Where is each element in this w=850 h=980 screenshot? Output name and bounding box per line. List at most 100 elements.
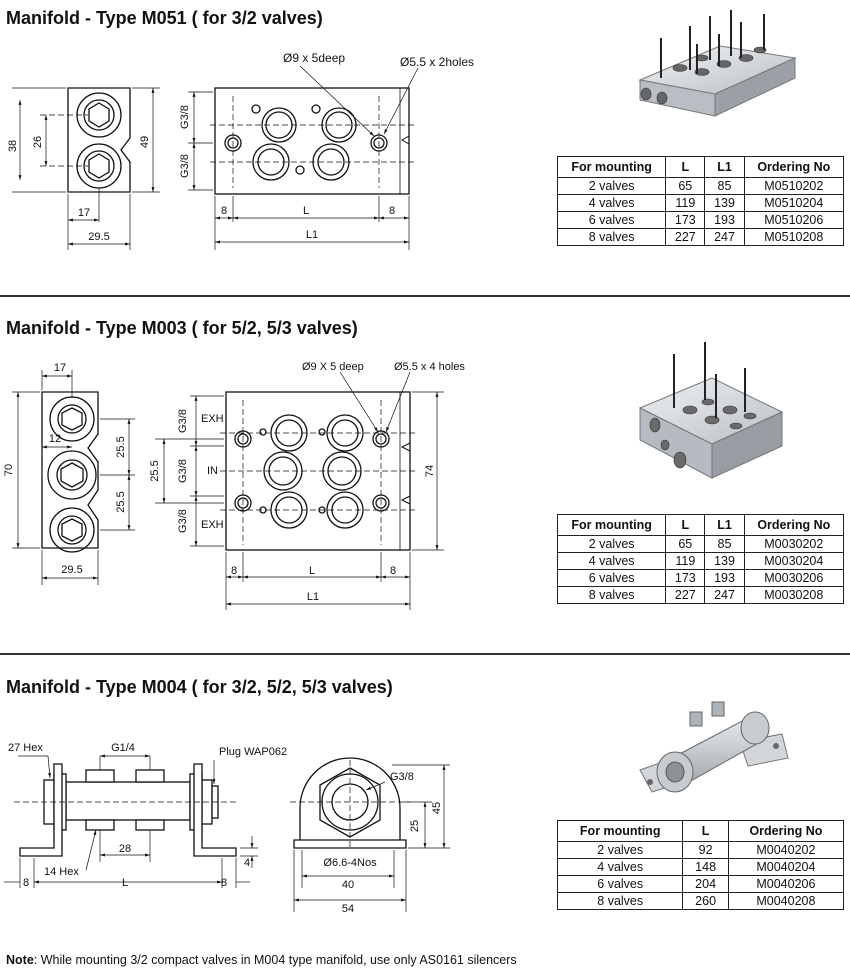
m003-dim-25-5: 25.5: [149, 460, 161, 481]
table-cell: 85: [704, 177, 745, 195]
m004-callout-14-hex: 14 Hex: [44, 866, 79, 878]
m003-port-top: G3/8: [177, 409, 189, 433]
col-l1: L1: [704, 156, 745, 178]
section-title-m003: Manifold - Type M003 ( for 5/2, 5/3 valv…: [6, 318, 358, 338]
m003-callout-holes: Ø5.5 x 4 holes: [394, 361, 465, 373]
col-ordering-no: Ordering No: [727, 820, 845, 842]
m004-dim-25: 25: [409, 820, 421, 832]
footnote-text: : While mounting 3/2 compact valves in M…: [33, 953, 517, 967]
m004-side-view: [4, 754, 258, 888]
m003-port-name-in: IN: [207, 465, 218, 477]
table-header-row: For mounting L L1 Ordering No: [556, 514, 845, 536]
m051-dim-26: 26: [32, 136, 44, 148]
m051-dim-L1: L1: [306, 229, 318, 241]
m051-dim-L: L: [303, 205, 309, 217]
table-cell: 204: [682, 875, 729, 893]
m003-dim-L1: L1: [307, 591, 319, 603]
section-title-m004: Manifold - Type M004 ( for 3/2, 5/2, 5/3…: [6, 677, 393, 697]
table-cell: 2 valves: [556, 535, 667, 553]
table-cell: 65: [665, 535, 706, 553]
m004-callout-mount-holes: Ø6.6-4Nos: [323, 857, 377, 869]
m051-dim-29-5: 29.5: [88, 231, 109, 243]
m003-dim-8-right: 8: [390, 565, 396, 577]
m003-dim-29-5: 29.5: [61, 564, 82, 576]
table-cell: 173: [665, 211, 706, 229]
table-cell: M0040204: [727, 858, 845, 876]
m051-product-image: [638, 10, 797, 117]
section-divider: [0, 653, 850, 655]
table-cell: 247: [704, 586, 745, 604]
m051-drawings: 38 26 49 17 29.5 Ø9 x 5deep Ø5.5 x 2ho: [7, 10, 797, 250]
m003-port-name-exh-bottom: EXH: [201, 519, 224, 531]
m004-dim-28: 28: [119, 843, 131, 855]
table-cell: M0040202: [727, 841, 845, 859]
m004-callout-plug: Plug WAP062: [219, 746, 287, 758]
table-cell: 2 valves: [556, 177, 667, 195]
table-cell: M0510202: [743, 177, 845, 195]
col-for-mounting: For mounting: [556, 514, 667, 536]
table-cell: 65: [665, 177, 706, 195]
m003-port-bottom: G3/8: [177, 509, 189, 533]
table-cell: 260: [682, 892, 729, 910]
m051-port-lower: G3/8: [179, 154, 191, 178]
m051-top-view: [188, 65, 419, 250]
table-cell: M0030206: [743, 569, 845, 587]
table-cell: 227: [665, 228, 706, 246]
col-for-mounting: For mounting: [556, 156, 667, 178]
table-cell: 4 valves: [556, 552, 667, 570]
m003-dim-8-left: 8: [231, 565, 237, 577]
m003-dim-70: 70: [3, 464, 15, 476]
col-l: L: [682, 820, 729, 842]
table-cell: 227: [665, 586, 706, 604]
table-cell: 119: [665, 552, 706, 570]
section-title-m051: Manifold - Type M051 ( for 3/2 valves): [6, 8, 323, 28]
table-cell: 247: [704, 228, 745, 246]
m004-end-view: [290, 757, 450, 912]
table-cell: 139: [704, 194, 745, 212]
col-l1: L1: [704, 514, 745, 536]
table-header-row: For mounting L L1 Ordering No: [556, 156, 845, 178]
m003-port-middle: G3/8: [177, 459, 189, 483]
m051-end-view: [12, 87, 160, 250]
table-cell: M0030202: [743, 535, 845, 553]
m004-dim-45: 45: [431, 802, 443, 814]
m004-drawings: 27 Hex G1/4 Plug WAP062 14 Hex 28 4 8 L …: [4, 701, 789, 915]
table-cell: 193: [704, 211, 745, 229]
table-cell: M0030208: [743, 586, 845, 604]
table-cell: M0030204: [743, 552, 845, 570]
table-cell: M0040208: [727, 892, 845, 910]
m004-callout-g1-4: G1/4: [111, 742, 135, 754]
m003-product-image: [638, 342, 784, 479]
col-ordering-no: Ordering No: [743, 156, 845, 178]
table-cell: M0040206: [727, 875, 845, 893]
table-cell: 8 valves: [556, 586, 667, 604]
footnote-label: Note: [6, 953, 34, 967]
m004-product-image: [639, 701, 789, 793]
m003-top-view: [155, 371, 444, 610]
table-cell: M0510208: [743, 228, 845, 246]
table-cell: 6 valves: [556, 569, 667, 587]
m003-dim-12: 12: [49, 433, 61, 445]
m051-port-upper: G3/8: [179, 105, 191, 129]
m003-dim-74: 74: [424, 465, 436, 477]
m051-callout-counterbore: Ø9 x 5deep: [283, 51, 345, 65]
table-cell: M0510206: [743, 211, 845, 229]
table-header-row: For mounting L Ordering No: [556, 820, 845, 842]
table-cell: 4 valves: [556, 194, 667, 212]
m051-dim-8-right: 8: [389, 205, 395, 217]
m004-dim-8-right: 8: [221, 877, 227, 889]
col-l: L: [665, 514, 706, 536]
section-divider: [0, 295, 850, 297]
col-for-mounting: For mounting: [556, 820, 684, 842]
